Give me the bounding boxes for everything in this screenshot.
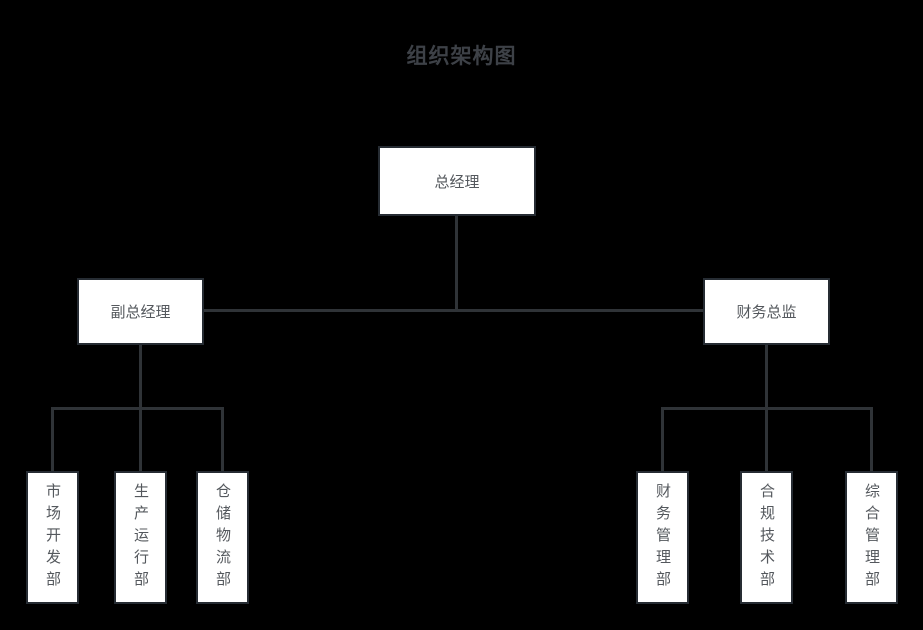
connector-level2-horizontal — [204, 309, 703, 312]
connector-root-vertical — [455, 216, 458, 312]
node-general-manager[interactable]: 总经理 — [378, 146, 536, 216]
connector-left-group-horizontal — [51, 407, 224, 410]
node-compliance-technology-dept-label: 合规技术部 — [758, 482, 775, 593]
node-comprehensive-management-dept[interactable]: 综合管理部 — [845, 471, 898, 604]
node-production-operation-dept[interactable]: 生产运行部 — [114, 471, 167, 604]
node-production-operation-dept-label: 生产运行部 — [132, 482, 149, 593]
node-market-development-dept-label: 市场开发部 — [44, 482, 61, 593]
chart-title: 组织架构图 — [406, 45, 517, 68]
node-finance-director[interactable]: 财务总监 — [703, 278, 830, 345]
connector-right-group-horizontal — [661, 407, 873, 410]
node-comprehensive-management-dept-label: 综合管理部 — [863, 482, 880, 593]
node-deputy-general-manager[interactable]: 副总经理 — [77, 278, 204, 345]
node-market-development-dept[interactable]: 市场开发部 — [26, 471, 79, 604]
node-finance-director-label: 财务总监 — [736, 304, 797, 321]
connector-left-drop-3 — [221, 407, 224, 471]
node-warehouse-logistics-dept[interactable]: 仓储物流部 — [196, 471, 249, 604]
node-finance-management-dept-label: 财务管理部 — [654, 482, 671, 593]
connector-right-drop-1 — [661, 407, 664, 471]
node-general-manager-label: 总经理 — [434, 173, 480, 191]
connector-left-drop-1 — [51, 407, 54, 471]
node-finance-management-dept[interactable]: 财务管理部 — [636, 471, 689, 604]
node-deputy-general-manager-label: 副总经理 — [110, 304, 171, 321]
node-compliance-technology-dept[interactable]: 合规技术部 — [740, 471, 793, 604]
connector-right-drop-3 — [870, 407, 873, 471]
node-warehouse-logistics-dept-label: 仓储物流部 — [214, 482, 231, 593]
